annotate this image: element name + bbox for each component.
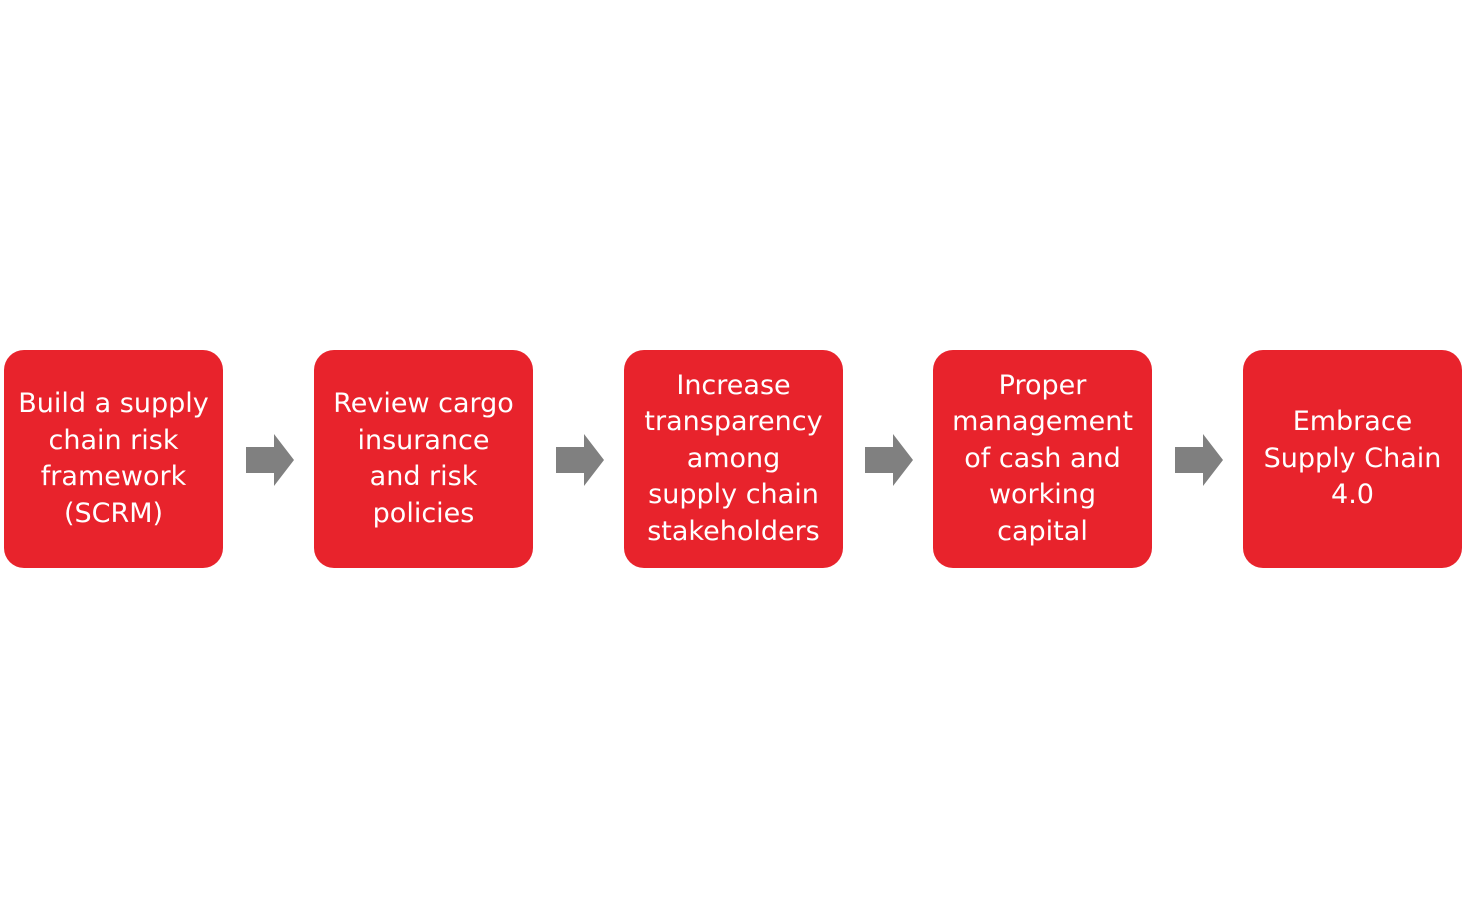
step-box-cash-management: Proper management of cash and working ca… [933, 350, 1152, 568]
right-arrow-icon [246, 434, 294, 486]
step-label: Build a supply chain risk framework (SCR… [18, 388, 209, 529]
right-arrow-icon [865, 434, 913, 486]
step-box-transparency: Increase transparency among supply chain… [624, 350, 843, 568]
step-label: Embrace Supply Chain 4.0 [1263, 406, 1442, 511]
right-arrow-icon [1175, 434, 1223, 486]
step-box-cargo-insurance: Review cargo insurance and risk policies [314, 350, 533, 568]
right-arrow-icon [556, 434, 604, 486]
step-box-scrm-framework: Build a supply chain risk framework (SCR… [4, 350, 223, 568]
step-label: Increase transparency among supply chain… [644, 369, 823, 547]
step-box-supply-chain-4: Embrace Supply Chain 4.0 [1243, 350, 1462, 568]
step-label: Proper management of cash and working ca… [952, 369, 1133, 547]
step-label: Review cargo insurance and risk policies [333, 388, 514, 529]
